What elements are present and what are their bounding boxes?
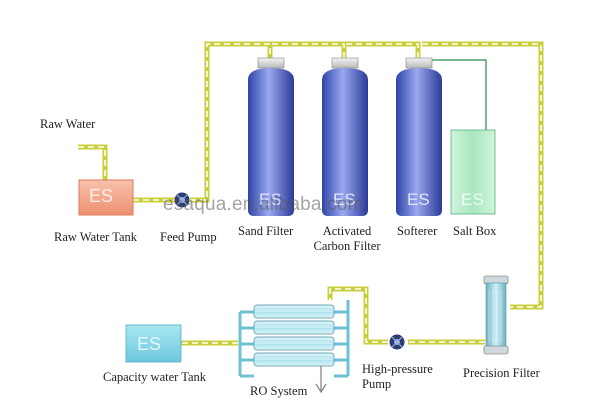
pipe-softener-to-precision-dash: [422, 43, 542, 308]
pipe-pump-to-ro: [327, 286, 388, 345]
label-sand-filter: Sand Filter: [238, 224, 294, 238]
pipe-sand-to-carbon-dash: [272, 43, 345, 60]
high-pressure-pump-icon: [389, 334, 405, 350]
label-feed-pump: Feed Pump: [160, 230, 217, 244]
pipe-pump-to-header-dash: [190, 43, 271, 201]
label-salt-box: Salt Box: [453, 224, 497, 238]
pipe-carbon-to-softener-dash: [346, 43, 419, 60]
label-ro-system: RO System: [250, 384, 308, 398]
label-activated-carbon-line2: Carbon Filter: [313, 239, 381, 253]
label-capacity-water-tank: Capacity water Tank: [103, 370, 207, 384]
label-high-pressure-pump: High-pressure Pump: [362, 362, 442, 392]
pipe-pump-to-ro-dash: [329, 288, 388, 343]
brine-line: [430, 59, 487, 130]
precision-filter: [483, 275, 509, 355]
sand-filter-tank: [248, 57, 294, 216]
pipe-raw-inlet: [78, 144, 108, 180]
label-precision-filter: Precision Filter: [463, 366, 540, 380]
label-activated-carbon: Activated Carbon Filter: [309, 224, 385, 254]
pipe-raw-inlet-dash: [78, 146, 106, 180]
label-high-pressure-line2: Pump: [362, 377, 392, 391]
softener-tank: [396, 57, 442, 216]
label-raw-water-tank: Raw Water Tank: [54, 230, 138, 244]
salt-box: [450, 129, 496, 215]
pipe-sand-to-carbon: [272, 41, 347, 60]
feed-pump-icon: [174, 192, 190, 208]
watermark-text: esaqua.en.alibaba.com: [163, 194, 364, 215]
label-raw-water: Raw Water: [40, 117, 96, 131]
label-high-pressure-line1: High-pressure: [362, 362, 433, 376]
pipe-carbon-to-softener: [346, 41, 421, 60]
raw-water-tank: [78, 179, 134, 216]
label-activated-carbon-line1: Activated: [322, 224, 372, 238]
carbon-filter-tank: [322, 57, 368, 216]
label-softener: Softerer: [397, 224, 438, 238]
capacity-water-tank: [125, 324, 182, 363]
pipe-network: [78, 41, 544, 346]
ro-system: [238, 300, 350, 394]
